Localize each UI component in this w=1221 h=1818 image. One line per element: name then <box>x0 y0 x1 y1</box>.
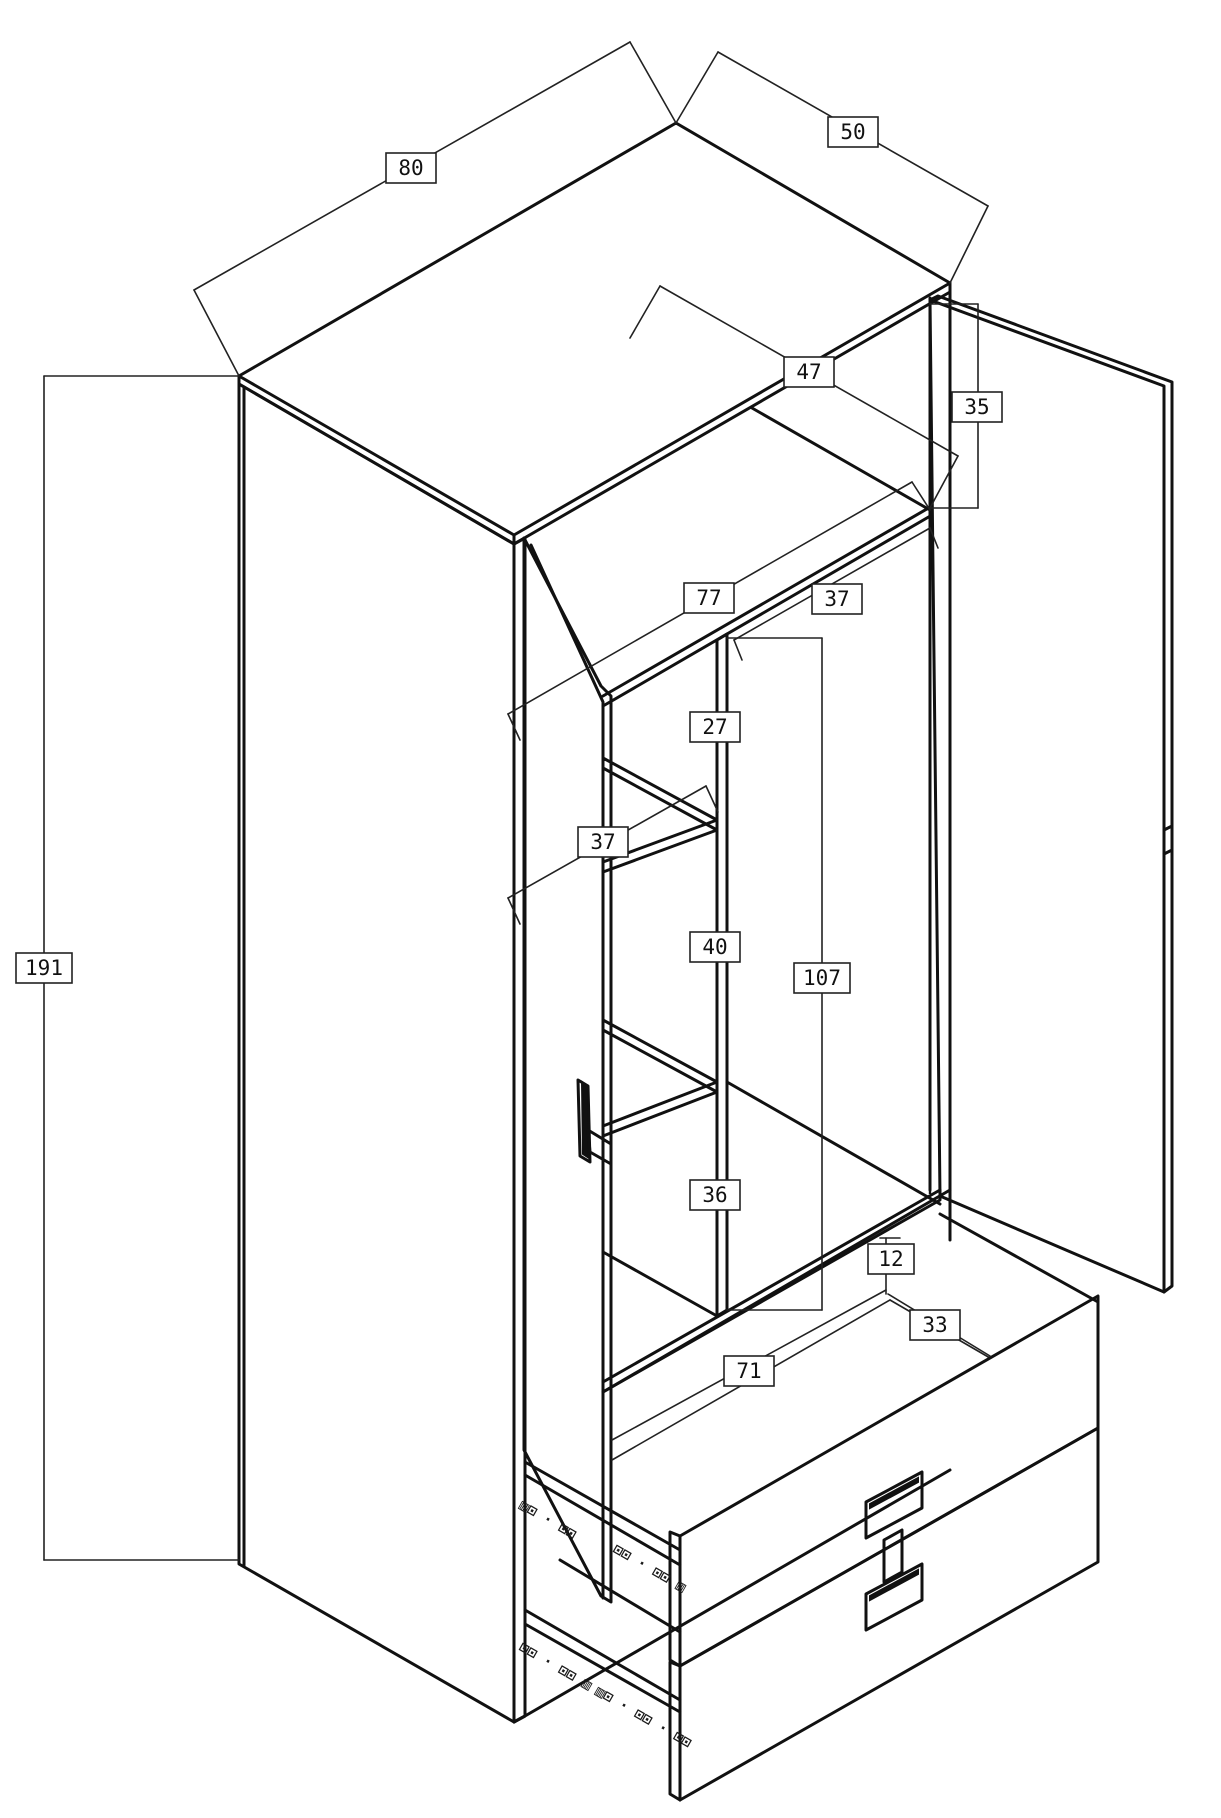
svg-text:27: 27 <box>702 715 727 739</box>
right-door[interactable] <box>928 294 1174 1294</box>
svg-text:71: 71 <box>736 1359 761 1383</box>
shelf-middle <box>601 1018 719 1094</box>
dim-shelf-gap-27: 27 <box>689 711 741 743</box>
svg-text:36: 36 <box>702 1183 727 1207</box>
svg-text:191: 191 <box>25 956 63 980</box>
left-door-handle[interactable] <box>576 1078 613 1166</box>
left-door[interactable] <box>522 536 613 1604</box>
dim-drawer-width-71: 71 <box>723 1355 775 1387</box>
right-door-handle[interactable] <box>1162 824 1174 856</box>
svg-text:35: 35 <box>964 395 989 419</box>
svg-text:37: 37 <box>590 830 615 854</box>
dim-drawer-height-12: 12 <box>867 1243 915 1275</box>
svg-text:50: 50 <box>840 120 865 144</box>
dim-depth-50: 50 <box>827 116 879 148</box>
svg-text:77: 77 <box>696 586 721 610</box>
svg-text:33: 33 <box>922 1313 947 1337</box>
dim-shelf-gap-40: 40 <box>689 931 741 963</box>
left-door-panel <box>522 536 613 1604</box>
dim-inner-width-77: 77 <box>683 582 735 614</box>
dim-drawer-depth-33: 33 <box>909 1309 961 1341</box>
dim-shelf-width-37-upper: 37 <box>811 583 863 615</box>
svg-text:107: 107 <box>803 966 841 990</box>
dim-shelf-gap-36: 36 <box>689 1179 741 1211</box>
dim-height-191: 191 <box>15 952 73 984</box>
top-panel <box>237 121 952 537</box>
left-side-panel <box>237 382 516 1724</box>
right-door-panel <box>928 298 1166 1294</box>
dimension-labels: 80 50 191 47 35 77 37 27 <box>15 116 1003 1387</box>
runner-mark: ⊡⊡ · ⊡⊡ ▥ <box>516 1638 595 1694</box>
svg-text:12: 12 <box>878 1247 903 1271</box>
drawer-lower-front <box>678 1426 1100 1802</box>
dim-shelf-width-37-left: 37 <box>577 826 629 858</box>
drawer-lower[interactable] <box>523 1426 1100 1802</box>
svg-text:80: 80 <box>398 156 423 180</box>
dim-top-compartment-35: 35 <box>951 391 1003 423</box>
svg-text:37: 37 <box>824 587 849 611</box>
svg-text:40: 40 <box>702 935 727 959</box>
drawer-upper-front <box>678 1294 1100 1668</box>
svg-text:47: 47 <box>796 360 821 384</box>
drawer-handle[interactable] <box>864 1470 924 1632</box>
shelf-upper <box>601 756 719 832</box>
dim-hanging-107: 107 <box>793 962 851 994</box>
wardrobe-carcass <box>237 121 952 1724</box>
dimension-lines <box>43 41 991 1561</box>
dim-width-80: 80 <box>385 152 437 184</box>
dim-inner-depth-47: 47 <box>783 356 835 388</box>
